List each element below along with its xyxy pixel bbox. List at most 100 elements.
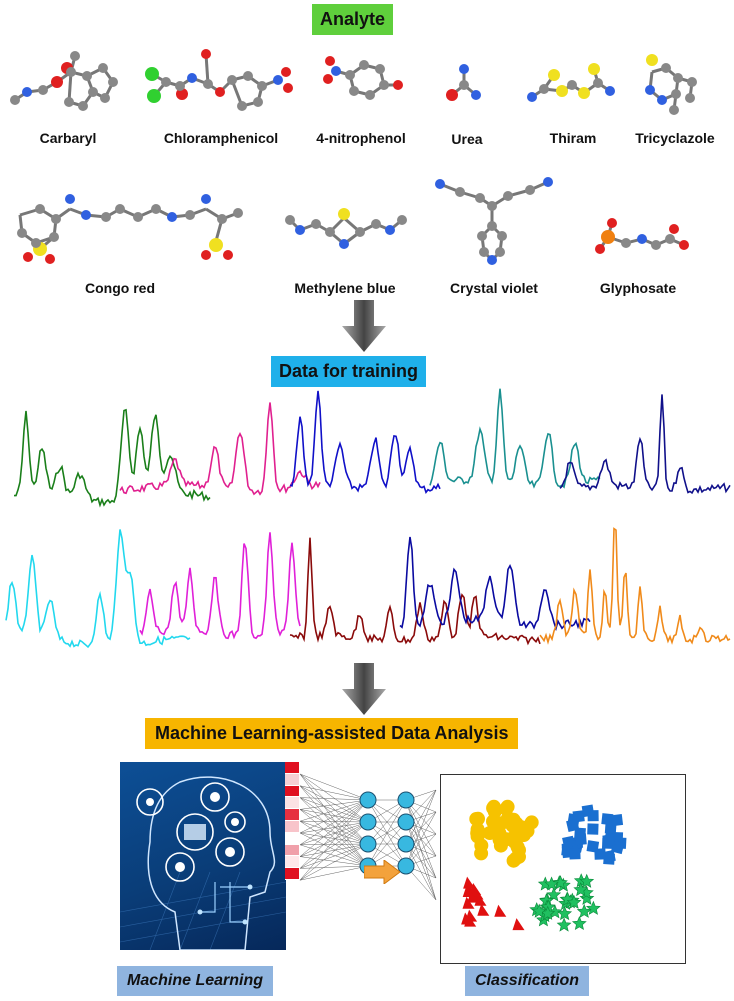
molecule-label-methylene-blue: Methylene blue [294,280,396,296]
molecule-label-crystal-violet: Crystal violet [450,280,538,296]
nn-connection [299,785,369,823]
cluster-point-green [544,876,559,891]
thiram-molecule [527,63,615,102]
classification-plot [440,774,686,964]
training-spectra [5,388,731,649]
cluster-point-green [585,900,601,915]
cluster-point-yellow [508,834,523,849]
nn-connection [299,799,369,857]
spectrum-trace [14,408,211,508]
nn-connection [299,809,369,845]
nn-connection [299,832,369,867]
nn-connection [299,843,369,881]
congo-red-molecule [17,194,243,264]
cluster-point-blue [610,814,624,827]
nn-connection [299,821,369,869]
feature-cell [285,797,299,810]
cluster-point-yellow [470,826,485,841]
nn-connection [299,865,369,881]
nn-connection [299,820,369,823]
molecule-label-tricyclazole: Tricyclazole [635,130,715,146]
tricyclazole-molecule [645,54,697,115]
nn-connection [299,820,369,867]
cluster-point-blue [581,804,595,818]
nn-connection [299,856,369,867]
classification-caption: Classification [465,966,590,996]
cluster-point-blue [566,818,580,832]
nn-connection [299,773,369,823]
cluster-point-blue [602,849,616,863]
cluster-point-blue [594,848,606,860]
cluster-point-yellow [486,801,501,816]
right-arrow-icon [364,860,400,884]
cluster-point-red [463,876,476,889]
cluster-point-red [461,912,474,925]
cluster-point-red [494,904,507,917]
cluster-point-green [571,916,587,931]
cluster-point-yellow [474,846,489,861]
training-data-header: Data for training [271,356,427,387]
nn-connection [299,797,369,801]
nn-connection [299,785,369,801]
cluster-point-blue [574,833,587,846]
molecule-label-thiram: Thiram [549,130,597,146]
cluster-point-green [579,873,595,888]
cluster-point-blue [587,823,599,835]
glyphosate-molecule [595,218,689,254]
cluster-point-green [579,890,595,905]
cluster-point-red [512,918,525,931]
neuron [397,857,415,875]
cluster-point-blue [569,848,581,860]
spectrum-trace [289,537,541,646]
nn-connection [405,811,437,867]
nn-connection [299,820,369,845]
cluster-point-blue [601,813,614,826]
cluster-point-green [560,891,576,906]
nitrophenol-molecule [323,56,403,100]
cluster-point-yellow [469,812,484,826]
nn-connection [299,785,369,867]
cluster-point-red [462,896,475,909]
neuron [397,813,415,831]
down-arrow-icon [342,300,386,352]
molecule-label-chloramphenicol: Chloramphenicol [163,130,279,146]
nn-connection [299,843,369,869]
neuron [397,791,415,809]
nn-connection [299,832,369,845]
nn-connection [299,799,369,834]
neural-network-diagram [299,773,437,901]
nn-connection [299,843,369,846]
neuron [359,835,377,853]
molecule-label-congo-red: Congo red [85,280,155,296]
nn-connection [405,789,437,845]
feature-cell [285,820,299,833]
spectrum-trace [399,536,591,632]
nn-connection [367,821,407,867]
nn-connection [299,809,369,823]
molecule-label-glyphosate: Glyphosate [599,280,677,296]
cluster-point-green [576,903,592,918]
molecule-label-carbaryl: Carbaryl [39,130,97,146]
spectrum-trace [139,532,301,640]
nn-connection [299,773,369,867]
spectrum-trace [289,390,441,494]
cluster-point-blue [611,832,624,844]
cluster-point-green [531,903,547,918]
molecule-label-4-nitrophenol: 4-nitrophenol [316,130,406,146]
cluster-point-green [556,917,572,932]
cluster-point-green [573,882,589,897]
molecule-label-urea: Urea [451,131,483,147]
cluster-point-red [477,903,490,916]
down-arrow-icon [342,663,386,715]
neuron [359,813,377,831]
cluster-point-green [557,906,573,921]
feature-cell [285,762,299,774]
cluster-point-green [566,894,582,909]
nn-connection [299,773,369,801]
nn-connection [299,799,369,846]
cluster-point-blue [602,833,616,847]
nn-connection [299,844,369,867]
nn-connection [299,865,369,869]
nn-connection [299,843,369,857]
feature-cell [285,844,299,857]
